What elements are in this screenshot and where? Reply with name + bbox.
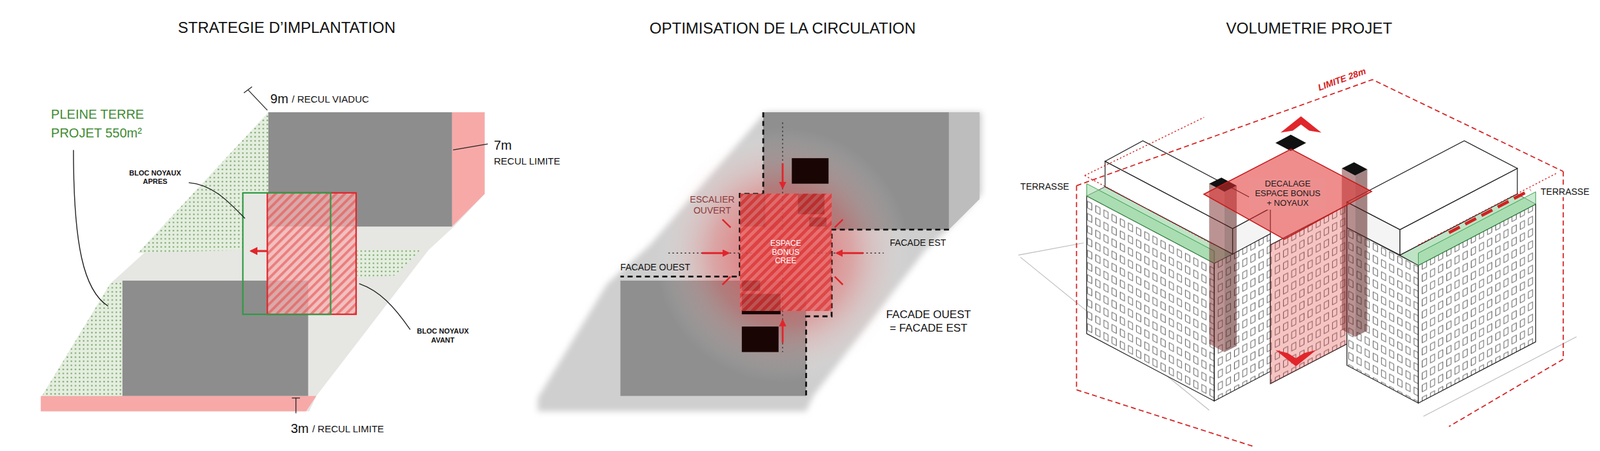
core-square	[741, 326, 779, 353]
core-shaft	[1209, 183, 1225, 353]
bonus-space-box: ESPACE BONUS CREE	[740, 193, 832, 311]
site-ground	[40, 112, 485, 411]
corner-tick	[834, 219, 844, 228]
facade-label: FACADE EST	[889, 237, 946, 249]
callout-label: BLOC NOYAUX AVANT	[412, 327, 473, 344]
panel-title: VOLUMETRIE PROJET	[1226, 19, 1393, 39]
bonus-glow	[654, 127, 910, 383]
core-block-before	[267, 192, 357, 315]
height-arrow	[1275, 349, 1317, 366]
dimension-value: 3m	[290, 420, 310, 437]
core-square	[791, 158, 829, 184]
dimension-label: / RECUL VIADUC	[291, 93, 369, 106]
terrace-label: TERRASSE	[1538, 186, 1591, 198]
roof-limit-line	[1084, 117, 1557, 246]
site-plan	[40, 86, 488, 413]
circulation-plan	[538, 112, 982, 411]
height-arrow	[1280, 116, 1322, 133]
node-text: DECALAGE ESPACE BONUS + NOYAUX	[1249, 178, 1327, 210]
flow-arrow	[781, 320, 784, 344]
callout-label: BLOC NOYAUX APRES	[125, 169, 185, 186]
dimension-value: 7m	[493, 137, 512, 153]
terrace-label: TERRASSE	[1020, 181, 1070, 193]
leader-tick	[291, 397, 300, 399]
corner-tick	[722, 276, 731, 286]
corner-tick	[834, 276, 844, 286]
panel-title: STRATEGIE D’IMPLANTATION	[178, 18, 396, 37]
building-side	[949, 112, 980, 230]
dimension-value: 9m	[270, 90, 289, 107]
glass-railing	[1086, 183, 1215, 264]
facade-note: FACADE OUEST = FACADE EST	[883, 307, 975, 336]
leader-line	[359, 283, 411, 330]
offset-core-roof: DECALAGE ESPACE BONUS + NOYAUX	[1203, 149, 1372, 240]
corner-tick	[722, 219, 731, 228]
callout-label: ESCALIER OUVERT	[689, 194, 735, 217]
leader-tick	[295, 398, 297, 414]
glass-railing	[1418, 191, 1536, 266]
leader-line	[247, 89, 268, 111]
leader-line	[73, 149, 109, 306]
leader-line	[189, 182, 246, 219]
site-ground	[538, 112, 982, 411]
flow-arrow	[701, 252, 729, 255]
leader-line	[452, 143, 488, 150]
dimension-label: / RECUL LIMITE	[312, 423, 384, 435]
core-block-after	[242, 192, 331, 315]
dimension-label: RECUL LIMITE	[493, 155, 560, 168]
leader-tick	[243, 86, 253, 93]
height-limit-label: LIMITE 28m	[1314, 65, 1370, 94]
setback-band	[452, 112, 486, 227]
panel-title: OPTIMISATION DE LA CIRCULATION	[649, 19, 917, 39]
shift-arrow	[250, 249, 268, 252]
roof-limit-line	[1449, 189, 1531, 233]
flow-arrow	[836, 252, 864, 255]
area-note: PLEINE TERRE PROJET 550m²	[50, 105, 148, 143]
green-ground	[40, 280, 123, 399]
core-top	[1341, 161, 1368, 176]
green-ground	[357, 249, 421, 278]
volume-axonometry	[1018, 79, 1577, 447]
flow-arrow	[781, 163, 784, 188]
drawing-scale	[40, 79, 1577, 447]
setback-band	[40, 396, 317, 412]
height-limit-envelope	[1076, 79, 1564, 447]
node-text: ESPACE BONUS CREE	[770, 239, 802, 266]
facade-label: FACADE OUEST	[620, 261, 691, 273]
roof-shape	[1203, 149, 1372, 240]
